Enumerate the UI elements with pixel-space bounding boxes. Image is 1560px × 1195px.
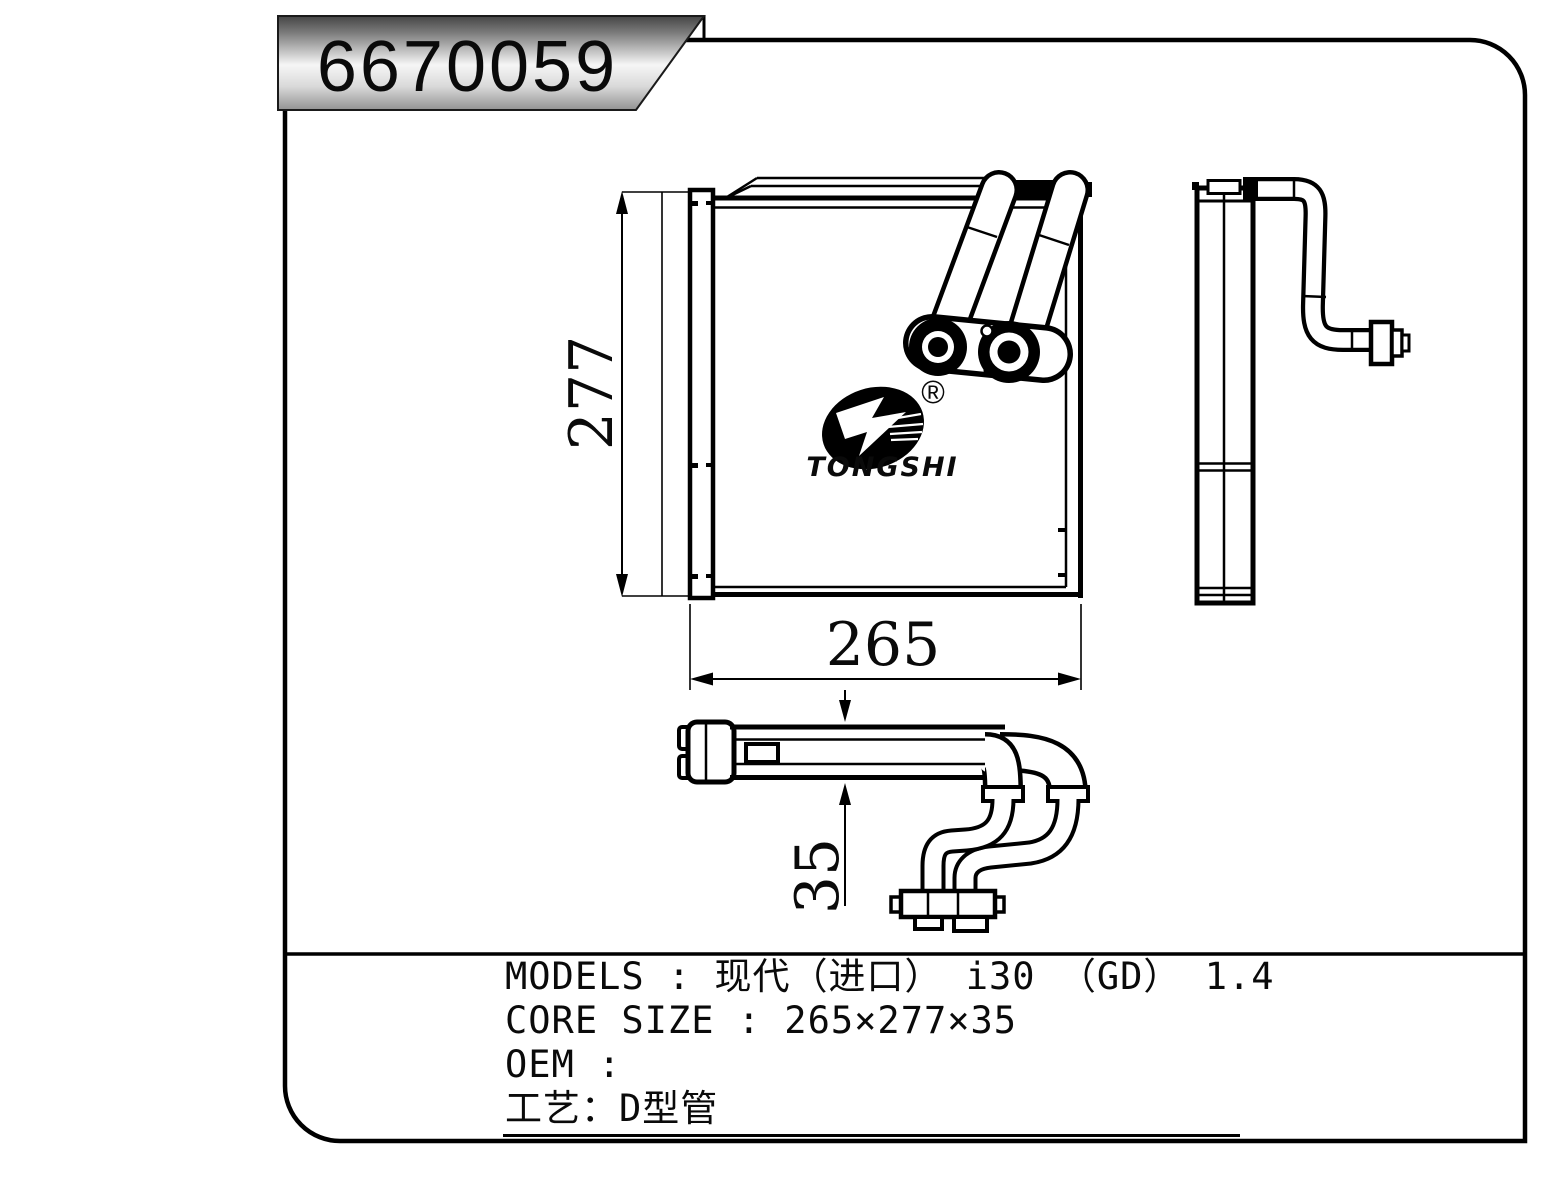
- spec-row-process: 工艺：D型管: [505, 1087, 719, 1130]
- spec-table: MODELS : 现代（进口） i30 （GD） 1.4 CORE SIZE :…: [505, 955, 1505, 1131]
- spec-row-oem: OEM :: [505, 1043, 622, 1086]
- bottom-left-cap: [685, 719, 737, 785]
- tongshi-logo-icon: [822, 386, 924, 470]
- left-tank: [687, 187, 716, 601]
- registered-trademark-icon: ®: [921, 374, 945, 410]
- part-number: 6670059: [316, 27, 619, 107]
- side-pipe: [1258, 177, 1371, 352]
- manifold-block: [903, 314, 1073, 383]
- spec-row-core-size: CORE SIZE : 265×277×35: [505, 999, 1018, 1042]
- dimension-depth-label: 35: [783, 837, 853, 915]
- spec-row-models: MODELS : 现代（进口） i30 （GD） 1.4: [505, 955, 1275, 998]
- bottom-view-drawing: [677, 719, 1090, 933]
- pipe-collar: [1046, 785, 1090, 803]
- pipe-fitting-flange: [1368, 319, 1395, 367]
- brand-name: TONGSHI: [806, 452, 959, 483]
- part-number-banner: [277, 15, 706, 111]
- dimension-height-label: 277: [557, 335, 627, 451]
- mount-plate: [898, 888, 998, 920]
- dimension-width-label: 265: [825, 610, 941, 680]
- side-view-drawing: [1192, 177, 1411, 606]
- pipe-collar: [981, 785, 1025, 803]
- dimension-annotations: [616, 191, 1082, 906]
- refrigerant-tubes: [927, 170, 1090, 367]
- front-view-drawing: [622, 170, 1092, 601]
